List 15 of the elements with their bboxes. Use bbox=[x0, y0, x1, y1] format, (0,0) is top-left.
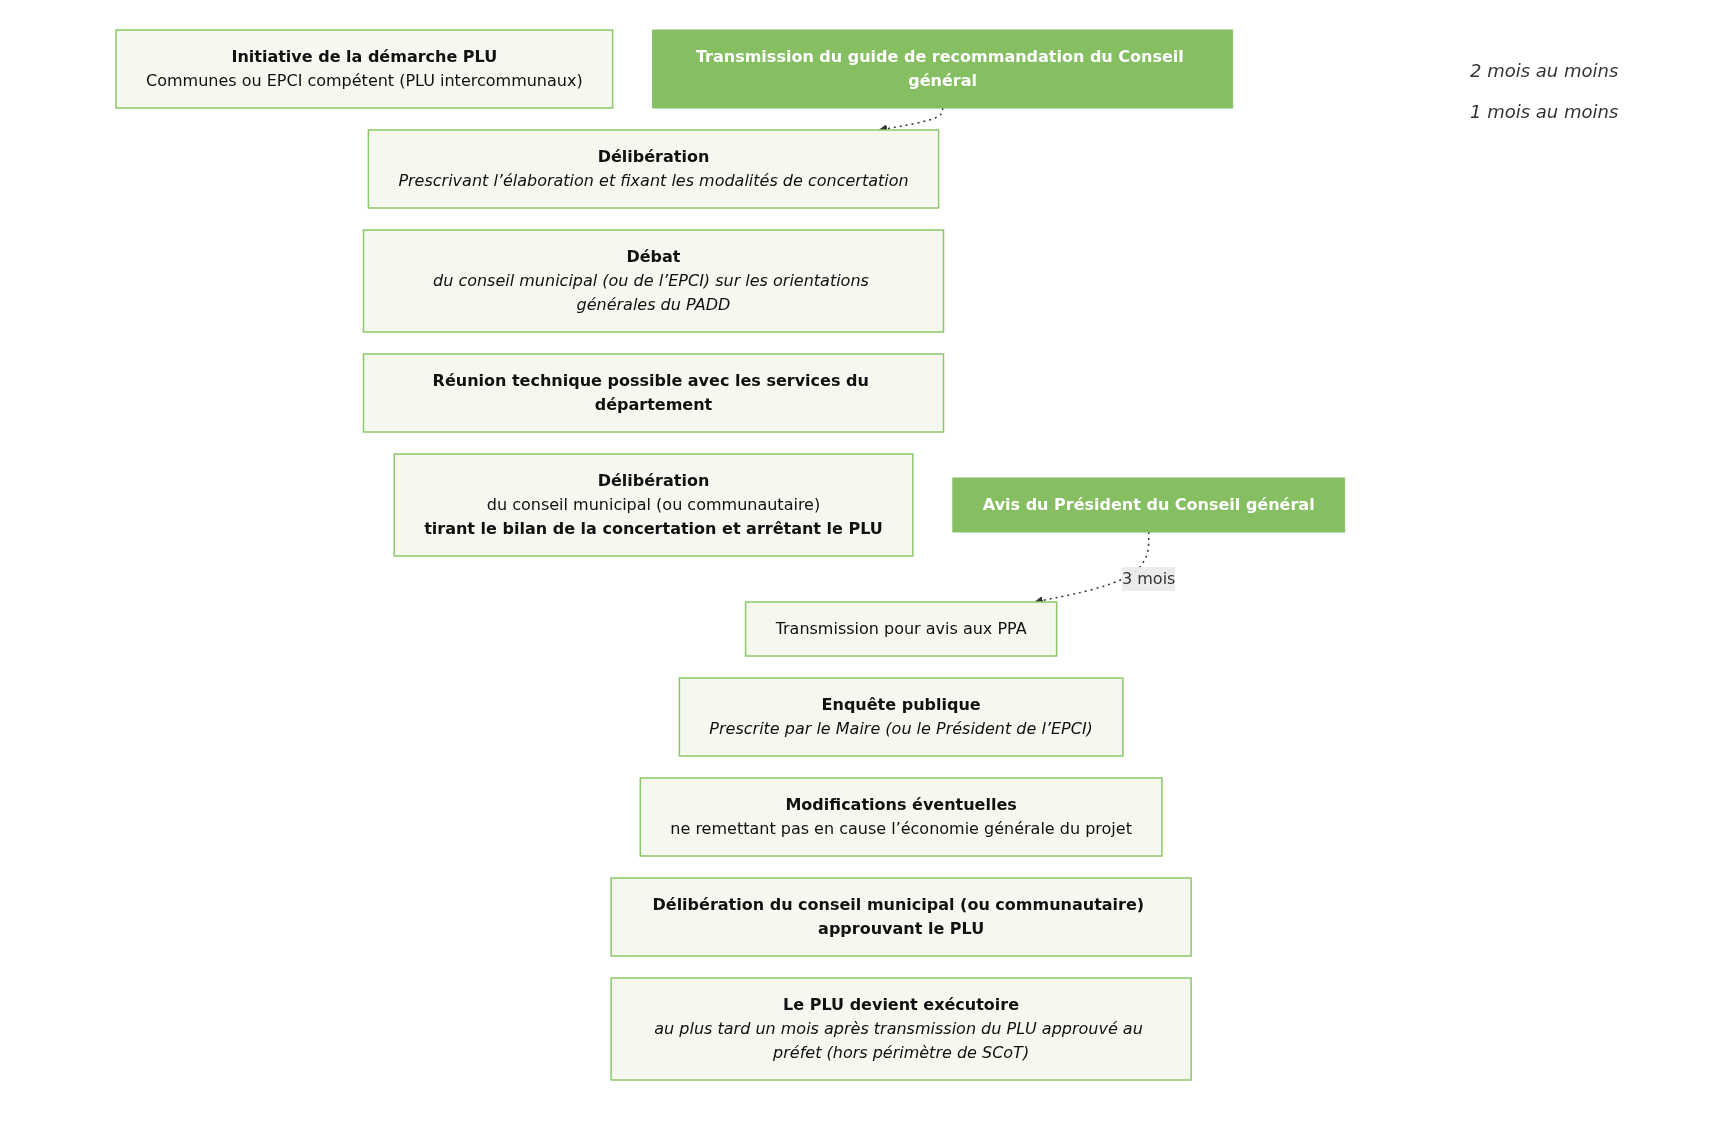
node-box: Transmission pour avis aux PPA bbox=[744, 601, 1058, 657]
node-box: Transmission du guide de recommandation du Conseil général bbox=[651, 29, 1233, 109]
node-box: Délibération du conseil municipal (ou communautaire) approuvant le PLU bbox=[610, 877, 1192, 957]
node-box: Le PLU devient exécutoire au plus tard un mois après transmission du PLU approuvé au préfet (hors périmètre de SCoT) bbox=[610, 977, 1192, 1081]
node-box: Initiative de la démarche PLU Communes ou EPCI compétent (PLU intercommunaux) bbox=[114, 29, 614, 109]
node-box: Réunion technique possible avec les services du département bbox=[362, 353, 944, 433]
node-box: Débat du conseil municipal (ou de l’EPCI) sur les orientations générales du PADD bbox=[362, 229, 944, 333]
node-box: Enquête publique Prescrite par le Maire (ou le Président de l’EPCI) bbox=[678, 677, 1124, 757]
node-box: Délibération du conseil municipal (ou communautaire) tirant le bilan de la concertation et arrêtant le PLU bbox=[393, 453, 914, 557]
node-box: Avis du Président du Conseil général bbox=[952, 477, 1345, 533]
node-box: Modifications éventuelles ne remettant pas en cause l’économie générale du projet bbox=[639, 777, 1163, 857]
duration-note: 2 mois au moins bbox=[1470, 60, 1620, 81]
edge-label: 3 mois bbox=[1121, 569, 1176, 588]
node-box: Délibération Prescrivant l’élaboration et fixant les modalités de concertation bbox=[367, 129, 940, 209]
duration-note: 1 mois au moins bbox=[1470, 101, 1620, 122]
